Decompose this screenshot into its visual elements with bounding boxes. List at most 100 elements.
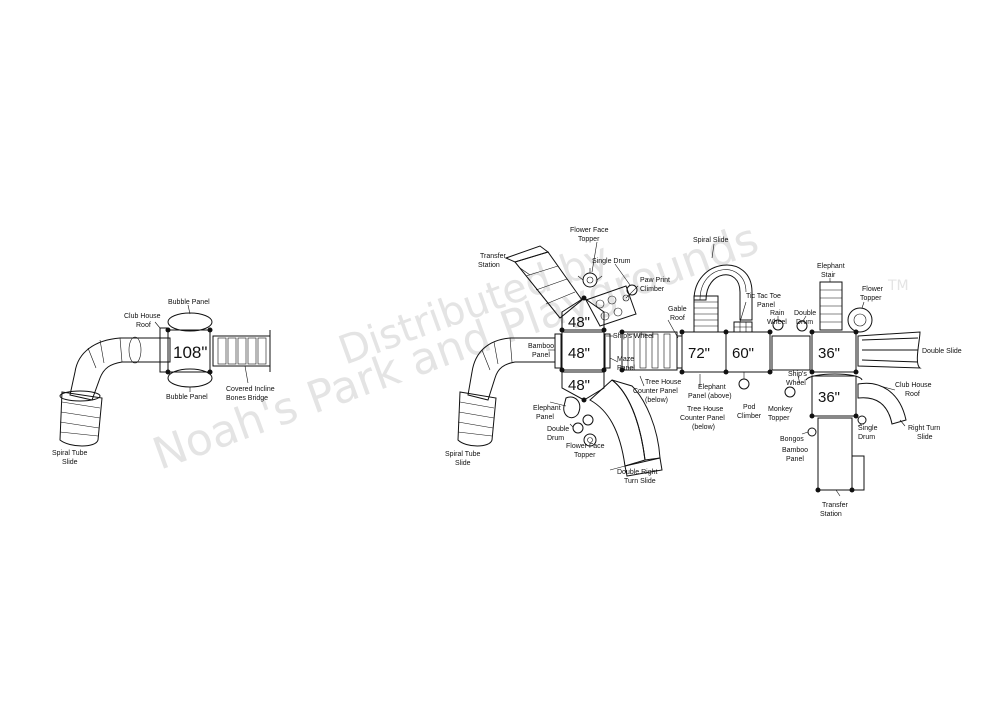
label-paw-print-1: Paw Print [640, 277, 670, 284]
deck-48-mid-label: 48" [568, 345, 590, 362]
label-ships-wheel-right-2: Wheel [786, 380, 806, 387]
transfer-station-bottom [815, 417, 865, 493]
label-double-drum-top-1: Double [794, 310, 816, 317]
label-flower-face-topper-top-2: Topper [578, 236, 600, 243]
deck-36-top-label: 36" [818, 345, 840, 362]
label-club-house-roof-right-1: Club House [895, 382, 932, 389]
label-club-house-roof-2: Roof [136, 322, 151, 329]
label-pod-climber-2: Climber [737, 413, 762, 420]
label-flower-face-topper-top-1: Flower Face [570, 227, 609, 234]
elephant-stair [819, 281, 843, 331]
label-rain-wheel-1: Rain [770, 310, 785, 317]
label-flower-topper-2: Topper [860, 295, 882, 302]
single-drum-top [626, 284, 638, 296]
label-tree-house-below2-2: Counter Panel [680, 415, 725, 422]
label-elephant-stair-2: Stair [821, 272, 836, 279]
label-monkey-topper-2: Topper [768, 415, 790, 422]
label-tree-house-below-3: (below) [645, 397, 668, 404]
bongos [807, 427, 817, 437]
label-bubble-panel-bottom: Bubble Panel [166, 394, 208, 401]
deck-108 [167, 329, 211, 373]
deck-48-bot: 48" [561, 371, 605, 403]
label-bubble-panel-top: Bubble Panel [168, 299, 210, 306]
double-slide [857, 331, 922, 369]
label-tree-house-below2-3: (below) [692, 424, 715, 431]
label-spiral-tube-slide-2: Slide [62, 459, 78, 466]
deck-36-bot: 36" [809, 375, 859, 419]
deck-48-top: 48" [559, 295, 607, 333]
label-elephant-panel-above-1: Elephant [698, 384, 726, 391]
label-elephant-panel-above-2: Panel (above) [688, 393, 732, 400]
label-flower-face-topper-bottom-2: Topper [574, 452, 596, 459]
label-double-right-turn-slide-1: Double Right [617, 469, 658, 476]
label-transfer-station-top-1: Transfer [480, 253, 506, 260]
label-right-turn-slide-2: Slide [917, 434, 933, 441]
label-transfer-station-bottom-1: Transfer [822, 502, 848, 509]
right-spiral-tube-slide [457, 337, 556, 447]
label-spiral-tube-slide-1: Spiral Tube [52, 450, 88, 457]
watermark-tm: TM [887, 278, 909, 294]
deck-36-bot-label: 36" [818, 389, 840, 406]
double-right-turn-slide [589, 379, 663, 477]
watermark-line2: Noah's Park and Playgrounds [146, 214, 765, 481]
club-house-roof-right [805, 373, 863, 381]
label-double-right-turn-slide-2: Turn Slide [624, 478, 656, 485]
maze-panel [604, 333, 611, 369]
label-single-drum-top: Single Drum [592, 258, 631, 265]
bamboo-panel-left [554, 333, 562, 369]
right-structure: 48" 48" 48" [445, 227, 962, 518]
gable-roof [676, 335, 683, 369]
label-maze-panel-2: Panel [617, 365, 635, 372]
label-tree-house-below-1: Tree House [645, 379, 681, 386]
label-elephant-panel-left-2: Panel [536, 414, 554, 421]
label-transfer-station-bottom-2: Station [820, 511, 842, 518]
label-pod-climber-1: Pod [743, 404, 756, 411]
label-elephant-stair-1: Elephant [817, 263, 845, 270]
label-single-drum-right-1: Single [858, 425, 878, 432]
label-double-drum-top-2: Drum [796, 319, 813, 326]
right-labels: Flower Face Topper Transfer Station Sing… [445, 227, 962, 518]
label-bamboo-panel-left-2: Panel [532, 352, 550, 359]
paw-print-climber [585, 285, 637, 327]
leader-lines [519, 241, 906, 497]
label-club-house-roof-right-2: Roof [905, 391, 920, 398]
label-single-drum-right-2: Drum [858, 434, 875, 441]
spiral-slide [693, 264, 753, 333]
flower-topper [847, 307, 873, 333]
flower-face-topper-top [577, 268, 603, 288]
label-double-drum-left-1: Double [547, 426, 569, 433]
deck-108-label: 108" [173, 343, 207, 362]
deck-48-mid: 48" [554, 331, 611, 373]
deck-60: 60" [725, 329, 773, 375]
transfer-station-top [504, 245, 583, 319]
deck-60-label: 60" [732, 345, 754, 362]
label-elephant-panel-left-1: Elephant [533, 405, 561, 412]
deck-72-label: 72" [688, 345, 710, 362]
label-flower-face-topper-bottom-1: Flower Face [566, 443, 605, 450]
double-drum-left [572, 422, 584, 434]
label-monkey-topper-1: Monkey [768, 406, 793, 413]
left-structure: 108" Bubble Panel Club House Roof Bubble… [52, 299, 275, 466]
label-covered-bridge-2: Bones Bridge [226, 395, 268, 402]
bubble-panel-top [167, 312, 213, 332]
label-flower-topper-1: Flower [862, 286, 884, 293]
deck-36-top: 36" [809, 329, 859, 375]
label-right-spiral-tube-slide-2: Slide [455, 460, 471, 467]
label-bamboo-panel-right-2: Panel [786, 456, 804, 463]
flower-face-topper-bottom [583, 433, 597, 447]
label-bamboo-panel-left-1: Bamboo [528, 343, 554, 350]
deck-48-top-label: 48" [568, 314, 590, 331]
label-tree-house-below2-1: Tree House [687, 406, 723, 413]
deck-72: 72" [676, 329, 729, 375]
label-tree-house-below-2: Counter Panel [633, 388, 678, 395]
label-paw-print-2: Climber [640, 286, 665, 293]
label-club-house-roof-1: Club House [124, 313, 161, 320]
right-turn-slide [857, 382, 907, 425]
label-tic-tac-toe-1: Tic Tac Toe [746, 293, 781, 300]
pod-climber [738, 372, 750, 390]
single-drum-right [857, 415, 867, 425]
label-rain-wheel-2: Wheel [767, 319, 787, 326]
bridge-60-36 [771, 335, 811, 371]
label-double-slide: Double Slide [922, 348, 962, 355]
